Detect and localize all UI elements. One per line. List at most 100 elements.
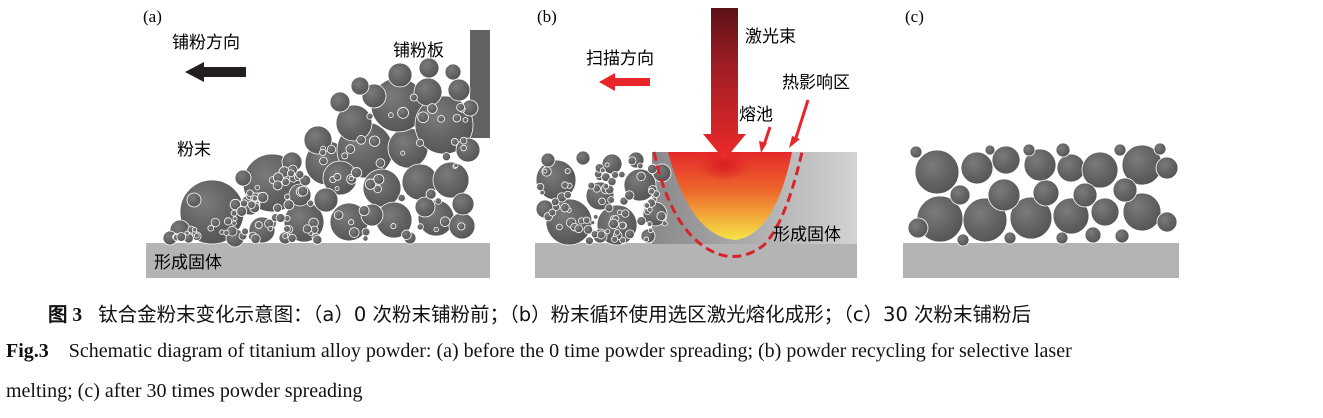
- powder-particle: [462, 116, 469, 123]
- powder-particle: [257, 191, 269, 203]
- powder-particle: [319, 148, 327, 157]
- powder-particle: [444, 63, 462, 81]
- powder-particle: [366, 112, 374, 120]
- caption-en-text-line1: Schematic diagram of titanium alloy powd…: [68, 340, 1072, 362]
- powder-particle: [387, 62, 413, 88]
- powder-particle: [914, 149, 960, 195]
- powder-particle: [627, 156, 637, 166]
- powder-particle: [949, 184, 971, 206]
- heat-affected-zone-label: 热影响区: [782, 73, 850, 93]
- powder-particle: [297, 185, 309, 197]
- powder-particle: [542, 168, 548, 174]
- powder-particle: [604, 162, 610, 168]
- powder-particle: [281, 177, 290, 186]
- powder-particle: [361, 227, 371, 237]
- powder-particle: [333, 210, 344, 220]
- powder-particle: [960, 151, 994, 185]
- spreading-direction-label: 铺粉方向: [172, 33, 240, 53]
- powder-particle: [563, 190, 572, 199]
- powder-particle: [604, 203, 614, 213]
- powder-particle: [441, 152, 451, 162]
- powder-particle: [223, 217, 233, 226]
- powder-particle: [334, 186, 340, 192]
- powder-particle: [587, 181, 596, 190]
- powder-particle: [548, 208, 557, 217]
- powder-particle: [193, 232, 200, 239]
- powder-particle: [574, 224, 583, 234]
- powder-particle: [286, 169, 295, 178]
- powder-particle: [459, 136, 468, 145]
- powder-particle: [455, 137, 481, 163]
- powder-particle: [636, 171, 646, 182]
- powder-particle: [409, 93, 418, 102]
- powder-particle: [1003, 231, 1017, 245]
- powder-particle: [618, 221, 627, 230]
- powder-particle: [184, 230, 190, 236]
- powder-particle: [350, 76, 370, 96]
- powder-particle: [250, 233, 261, 244]
- powder-particle: [661, 220, 668, 227]
- powder-particle: [397, 193, 406, 203]
- powder-particle: [417, 111, 429, 124]
- caption-cn-label: 图 3: [48, 305, 83, 326]
- powder-particle: [611, 235, 619, 243]
- powder-particle: [373, 184, 382, 194]
- powder-particle: [647, 206, 653, 213]
- powder-particle: [991, 145, 1021, 175]
- blade-label: 铺粉板: [393, 41, 444, 61]
- powder-particle: [624, 190, 635, 201]
- powder-particle: [604, 228, 611, 235]
- panel-b-base-plate: [535, 243, 857, 278]
- powder-particle: [348, 227, 360, 238]
- panel-a-base-label: 形成固体: [154, 253, 222, 273]
- powder-particle: [418, 57, 440, 79]
- heat-affected-zone-outline: [652, 151, 804, 258]
- powder-particle: [456, 102, 466, 112]
- powder-particle: [1113, 143, 1127, 157]
- powder-particle: [283, 225, 291, 233]
- caption-english-line2: melting; (c) after 30 times powder sprea…: [6, 380, 363, 403]
- powder-particle: [585, 236, 594, 246]
- caption-en-text-line2: melting; (c) after 30 times powder sprea…: [6, 380, 363, 402]
- powder-particle: [611, 171, 619, 179]
- powder-particle: [432, 161, 470, 199]
- powder-particle: [1156, 211, 1178, 233]
- powder-particle: [540, 152, 556, 168]
- powder-particle: [210, 217, 220, 228]
- powder-particle: [191, 227, 198, 233]
- haz-pointer-arrowhead-icon: [789, 136, 800, 148]
- powder-particle: [984, 144, 996, 156]
- panel-c-base-plate: [903, 243, 1179, 278]
- powder-particle: [358, 205, 370, 216]
- powder-particle: [1122, 192, 1162, 232]
- pool-pointer-line: [762, 126, 772, 146]
- powder-particle: [1081, 151, 1119, 189]
- panel-b: (b) 形成固体 激光束 扫描方向 热影响区 熔池: [535, 7, 857, 278]
- powder-particle: [239, 199, 249, 208]
- powder-particle: [425, 188, 437, 200]
- panel-c: (c): [903, 7, 1179, 278]
- powder-particle: [1072, 182, 1098, 208]
- powder-particle: [273, 203, 283, 213]
- powder-particle: [186, 192, 202, 208]
- powder-particle: [613, 229, 621, 236]
- powder-particles-a: [162, 57, 481, 248]
- powder-particle: [550, 197, 560, 207]
- powder-particle: [451, 192, 475, 216]
- powder-particle: [1022, 143, 1036, 157]
- powder-particle: [373, 173, 385, 185]
- powder-particle: [1009, 196, 1053, 240]
- powder-particle: [643, 202, 651, 209]
- powder-particle: [561, 181, 569, 189]
- panel-a: (a) 形成固体 铺粉板 铺粉方向 粉末: [143, 7, 490, 278]
- scan-direction-arrow-icon: [599, 73, 650, 91]
- laser-beam: [703, 8, 746, 160]
- powder-particle: [329, 91, 351, 113]
- powder-particle: [590, 220, 596, 226]
- laser-beam-label: 激光束: [745, 27, 796, 47]
- powder-particle: [350, 167, 363, 179]
- powder-particle: [636, 216, 647, 227]
- powder-particle: [1153, 142, 1167, 156]
- powder-particle: [333, 173, 342, 181]
- powder-particle: [364, 178, 377, 190]
